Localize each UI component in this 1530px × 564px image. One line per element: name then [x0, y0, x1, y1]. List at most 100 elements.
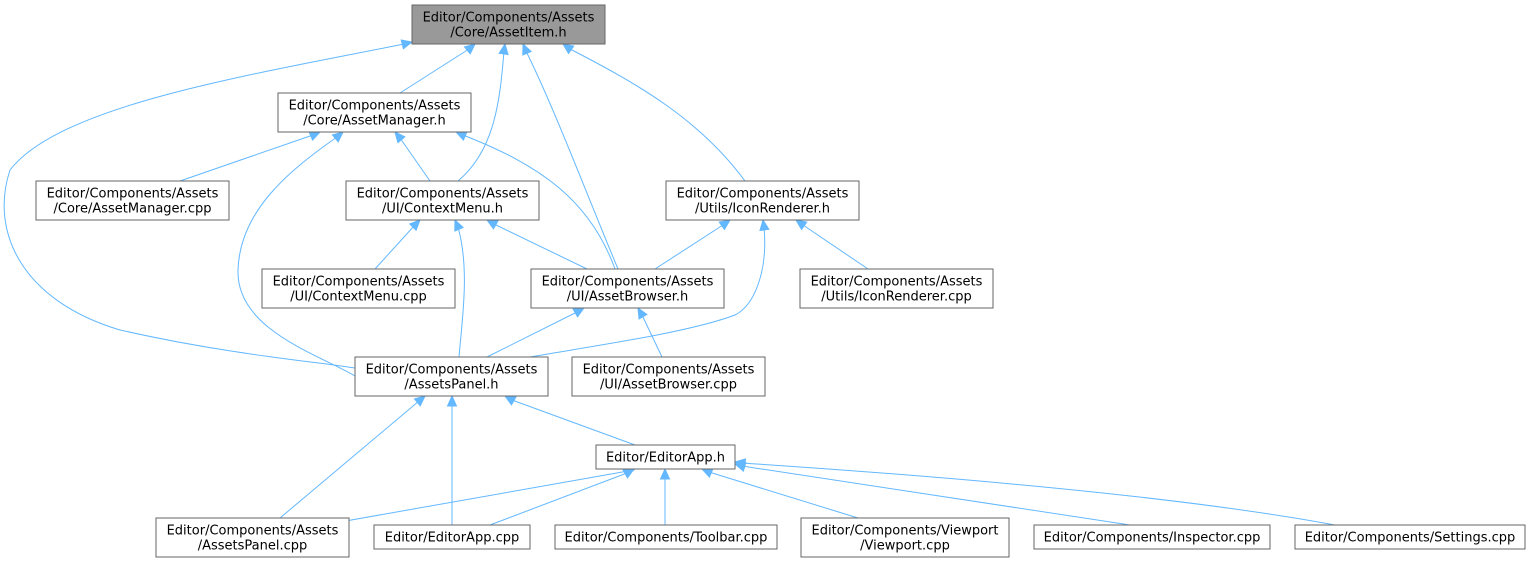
- node-label-line: /AssetsPanel.cpp: [198, 539, 308, 554]
- node-contextmenu-h[interactable]: Editor/Components/Assets/UI/ContextMenu.…: [345, 180, 540, 221]
- node-editorapp-cpp[interactable]: Editor/EditorApp.cpp: [373, 524, 531, 550]
- node-assetmanager-cpp[interactable]: Editor/Components/Assets/Core/AssetManag…: [35, 180, 230, 221]
- node-label-line: Editor/EditorApp.cpp: [385, 531, 520, 546]
- node-box: [345, 180, 540, 221]
- edge-contextmenu_h-to-contextmenu_cpp: [374, 219, 421, 270]
- node-box: [411, 4, 606, 45]
- edge-line: [734, 463, 1131, 526]
- node-box: [665, 180, 860, 221]
- node-label-line: Editor/Components/Toolbar.cpp: [565, 531, 768, 546]
- node-label-line: /Core/AssetItem.h: [450, 26, 566, 41]
- node-box: [571, 356, 766, 397]
- edge-arrowhead: [659, 467, 671, 480]
- edge-line: [654, 219, 731, 270]
- node-label-line: /Utils/IconRenderer.h: [695, 202, 830, 217]
- node-label-line: Editor/Components/Assets: [357, 187, 529, 202]
- edge-line: [486, 307, 585, 358]
- nodes-layer: Editor/Components/Assets/Core/AssetItem.…: [35, 4, 1526, 558]
- edge-contextmenu_h-to-assetbrowser_h: [485, 219, 588, 270]
- edge-arrowhead: [498, 42, 509, 56]
- node-label-line: Editor/Components/Inspector.cpp: [1044, 531, 1261, 546]
- node-assetitem-h[interactable]: Editor/Components/Assets/Core/AssetItem.…: [411, 4, 606, 45]
- edge-editorapp_h-to-toolbar_cpp: [659, 467, 671, 525]
- edge-contextmenu_h-to-assetspanel_h: [454, 218, 465, 358]
- edge-line: [562, 43, 746, 182]
- edge-arrowhead: [308, 131, 322, 141]
- edge-editorapp_h-to-assetspanel_cpp: [339, 466, 637, 523]
- edge-iconrenderer_h-to-iconrenderer_cpp: [795, 219, 869, 270]
- node-inspector-cpp[interactable]: Editor/Components/Inspector.cpp: [1033, 524, 1271, 550]
- edge-arrowhead: [408, 219, 421, 232]
- edge-arrowhead: [463, 43, 476, 55]
- edge-arrowhead: [485, 219, 499, 230]
- node-iconrenderer-cpp[interactable]: Editor/Components/Assets/Utils/IconRende…: [799, 268, 994, 309]
- edge-arrowhead: [394, 131, 406, 144]
- node-box: [800, 517, 1010, 558]
- edge-assetmanager_h-to-assetspanel_h: [237, 131, 356, 377]
- edge-editorapp_h-to-viewport_cpp: [700, 468, 859, 519]
- node-box: [1294, 524, 1526, 550]
- node-box: [354, 356, 549, 397]
- edge-editorapp_h-to-settings_cpp: [733, 458, 1336, 526]
- edge-arrowhead: [331, 131, 344, 143]
- node-box: [554, 524, 778, 550]
- node-toolbar-cpp[interactable]: Editor/Components/Toolbar.cpp: [554, 524, 778, 550]
- edge-iconrenderer_h-to-assetspanel_h: [529, 218, 770, 358]
- node-label-line: /UI/AssetBrowser.h: [567, 290, 689, 305]
- edge-assetmanager_h-to-assetmanager_cpp: [179, 131, 322, 182]
- node-box: [530, 268, 725, 309]
- node-label-line: Editor/Components/Settings.cpp: [1305, 531, 1516, 546]
- edge-assetbrowser_h-to-assetspanel_h: [486, 307, 586, 358]
- node-label-line: Editor/Components/Viewport: [812, 524, 999, 539]
- node-assetmanager-h[interactable]: Editor/Components/Assets/Core/AssetManag…: [277, 92, 472, 133]
- node-settings-cpp[interactable]: Editor/Components/Settings.cpp: [1294, 524, 1526, 550]
- edges-layer: [3, 39, 1336, 526]
- node-viewport-cpp[interactable]: Editor/Components/Viewport/Viewport.cpp: [800, 517, 1010, 558]
- edge-line: [522, 43, 619, 270]
- edge-arrowhead: [413, 395, 426, 407]
- node-iconrenderer-h[interactable]: Editor/Components/Assets/Utils/IconRende…: [665, 180, 860, 221]
- edge-arrowhead: [718, 219, 731, 231]
- edge-arrowhead: [795, 219, 808, 231]
- node-label-line: Editor/Components/Assets: [423, 11, 595, 26]
- node-editorapp-h[interactable]: Editor/EditorApp.h: [595, 444, 736, 470]
- edge-line: [279, 395, 426, 519]
- node-label-line: Editor/Components/Assets: [366, 363, 538, 378]
- edge-editorapp_h-to-editorapp_cpp: [489, 468, 636, 526]
- edge-iconrenderer_h-to-assetbrowser_h: [654, 219, 731, 270]
- node-label-line: /UI/AssetBrowser.cpp: [600, 378, 737, 393]
- node-box: [35, 180, 230, 221]
- edge-arrowhead: [446, 394, 458, 407]
- node-label-line: /UI/ContextMenu.h: [382, 202, 503, 217]
- node-label-line: Editor/Components/Assets: [677, 187, 849, 202]
- node-label-line: Editor/Components/Assets: [811, 275, 983, 290]
- edge-line: [734, 461, 1336, 526]
- edge-assetmanager_h-to-contextmenu_h: [394, 131, 431, 182]
- node-assetbrowser-cpp[interactable]: Editor/Components/Assets/UI/AssetBrowser…: [571, 356, 766, 397]
- node-assetspanel-h[interactable]: Editor/Components/Assets/AssetsPanel.h: [354, 356, 549, 397]
- edge-assetspanel_h-to-assetspanel_cpp: [279, 395, 426, 519]
- edge-assetitem_h-to-contextmenu_h: [457, 42, 509, 182]
- edge-arrowhead: [759, 218, 770, 232]
- edge-arrowhead: [400, 39, 414, 50]
- edge-line: [454, 219, 465, 358]
- edge-line: [489, 468, 635, 526]
- edge-arrowhead: [572, 307, 586, 318]
- edge-assetbrowser_h-to-assetbrowser_cpp: [637, 306, 663, 358]
- edge-line: [486, 219, 588, 270]
- edge-arrowhead: [503, 395, 517, 406]
- node-label-line: Editor/Components/Assets: [583, 363, 755, 378]
- edge-arrowhead: [562, 43, 575, 55]
- edge-assetitem_h-to-assetmanager_h: [399, 43, 476, 94]
- node-contextmenu-cpp[interactable]: Editor/Components/Assets/UI/ContextMenu.…: [261, 268, 456, 309]
- edge-arrowhead: [454, 218, 464, 232]
- node-box: [155, 517, 350, 558]
- node-label-line: Editor/Components/Assets: [47, 187, 219, 202]
- edge-arrowhead: [454, 131, 468, 141]
- node-assetbrowser-h[interactable]: Editor/Components/Assets/UI/AssetBrowser…: [530, 268, 725, 309]
- node-assetspanel-cpp[interactable]: Editor/Components/Assets/AssetsPanel.cpp: [155, 517, 350, 558]
- node-label-line: Editor/Components/Assets: [542, 275, 714, 290]
- node-label-line: Editor/EditorApp.h: [606, 451, 725, 466]
- node-box: [1033, 524, 1271, 550]
